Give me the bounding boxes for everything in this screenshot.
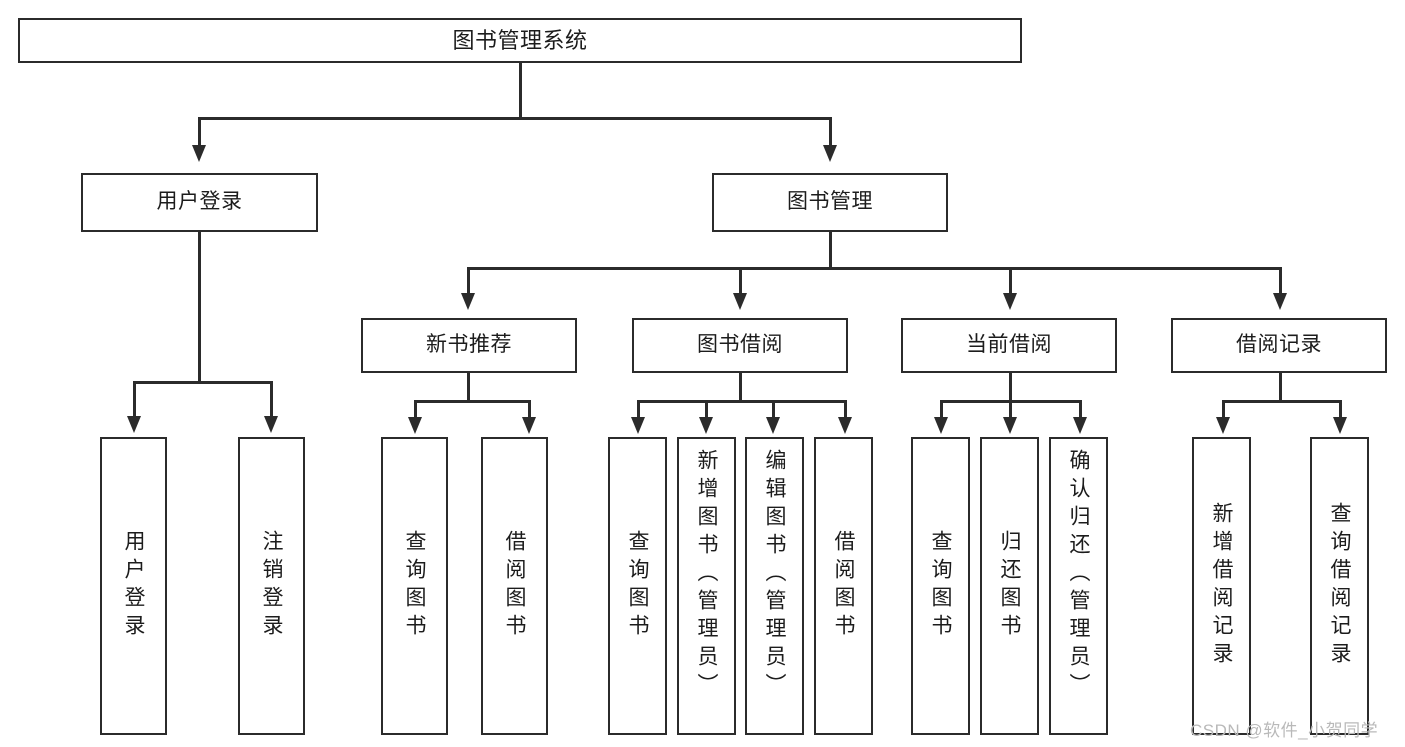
edge-root-to-bookmgmt	[829, 117, 832, 147]
leaf-user-login-logout[interactable]: 注销登录	[238, 437, 305, 735]
edge-currentborrow-stem	[1009, 373, 1012, 402]
edge-bookborrow-to-c3	[772, 400, 775, 419]
edge-root-stem	[519, 63, 522, 117]
arrow-currentborrow-to-c3	[1073, 417, 1087, 434]
arrow-bookmgmt-to-current	[1003, 293, 1017, 310]
node-label: 查询图书	[626, 530, 649, 642]
node-book-borrow[interactable]: 图书借阅	[632, 318, 848, 373]
arrow-userlogin-to-leaf2	[264, 416, 278, 433]
edge-bookmgmt-to-new	[467, 267, 470, 295]
arrow-bookmgmt-to-new	[461, 293, 475, 310]
node-label: 图书管理系统	[452, 27, 588, 53]
edge-bookmgmt-to-borrow	[739, 267, 742, 295]
edge-borrowrecord-to-c2	[1339, 400, 1342, 419]
node-label: 借阅图书	[832, 530, 855, 642]
node-current-borrow[interactable]: 当前借阅	[901, 318, 1117, 373]
node-label: 借阅记录	[1236, 333, 1322, 357]
edge-bookborrow-to-c1	[637, 400, 640, 419]
leaf-current-borrow-query[interactable]: 查询图书	[911, 437, 970, 735]
node-user-login[interactable]: 用户登录	[81, 173, 318, 232]
node-label: 查询图书	[403, 530, 426, 642]
edge-newbook-bus	[414, 400, 531, 403]
edge-root-bus	[198, 117, 832, 120]
edge-bookborrow-stem	[739, 373, 742, 402]
node-book-management[interactable]: 图书管理	[712, 173, 948, 232]
edge-userlogin-stem	[198, 232, 201, 383]
node-new-book-recommend[interactable]: 新书推荐	[361, 318, 577, 373]
node-label: 新增借阅记录	[1210, 502, 1233, 670]
node-label: 图书管理	[787, 190, 873, 214]
arrow-bookmgmt-to-borrow	[733, 293, 747, 310]
leaf-user-login-login[interactable]: 用户登录	[100, 437, 167, 735]
leaf-current-borrow-return[interactable]: 归还图书	[980, 437, 1039, 735]
leaf-borrow-record-add[interactable]: 新增借阅记录	[1192, 437, 1251, 735]
node-label: 注销登录	[260, 530, 283, 642]
node-root-system[interactable]: 图书管理系统	[18, 18, 1022, 63]
edge-currentborrow-to-c3	[1079, 400, 1082, 419]
node-label: 编辑图书（管理员）	[763, 449, 786, 701]
edge-newbook-stem	[467, 373, 470, 402]
edge-userlogin-to-leaf1	[133, 381, 136, 418]
edge-borrowrecord-stem	[1279, 373, 1282, 402]
edge-bookmgmt-to-record	[1279, 267, 1282, 295]
arrow-userlogin-to-leaf1	[127, 416, 141, 433]
arrow-bookborrow-to-c1	[631, 417, 645, 434]
edge-newbook-to-c1	[414, 400, 417, 419]
edge-borrowrecord-bus	[1222, 400, 1342, 403]
arrow-currentborrow-to-c1	[934, 417, 948, 434]
arrow-root-to-bookmgmt	[823, 145, 837, 162]
node-label: 确认归还（管理员）	[1067, 449, 1090, 701]
arrow-bookborrow-to-c3	[766, 417, 780, 434]
edge-userlogin-bus	[133, 381, 272, 384]
leaf-new-book-query[interactable]: 查询图书	[381, 437, 448, 735]
edge-userlogin-to-leaf2	[270, 381, 273, 418]
node-label: 借阅图书	[503, 530, 526, 642]
edge-root-to-userlogin	[198, 117, 201, 147]
arrow-currentborrow-to-c2	[1003, 417, 1017, 434]
leaf-new-book-borrow[interactable]: 借阅图书	[481, 437, 548, 735]
node-label: 新增图书（管理员）	[695, 449, 718, 701]
leaf-book-borrow-edit[interactable]: 编辑图书（管理员）	[745, 437, 804, 735]
node-label: 图书借阅	[697, 333, 783, 357]
leaf-book-borrow-borrow[interactable]: 借阅图书	[814, 437, 873, 735]
arrow-root-to-userlogin	[192, 145, 206, 162]
node-label: 当前借阅	[966, 333, 1052, 357]
arrow-borrowrecord-to-c2	[1333, 417, 1347, 434]
leaf-book-borrow-query[interactable]: 查询图书	[608, 437, 667, 735]
edge-newbook-to-c2	[528, 400, 531, 419]
arrow-bookborrow-to-c4	[838, 417, 852, 434]
node-borrow-record[interactable]: 借阅记录	[1171, 318, 1387, 373]
leaf-current-borrow-confirm[interactable]: 确认归还（管理员）	[1049, 437, 1108, 735]
edge-bookmgmt-stem	[829, 232, 832, 269]
edge-currentborrow-to-c1	[940, 400, 943, 419]
node-label: 用户登录	[122, 530, 145, 642]
arrow-bookborrow-to-c2	[699, 417, 713, 434]
node-label: 查询图书	[929, 530, 952, 642]
leaf-borrow-record-query[interactable]: 查询借阅记录	[1310, 437, 1369, 735]
node-label: 新书推荐	[426, 333, 512, 357]
node-label: 用户登录	[156, 190, 243, 214]
arrow-newbook-to-c1	[408, 417, 422, 434]
edge-borrowrecord-to-c1	[1222, 400, 1225, 419]
edge-bookmgmt-to-current	[1009, 267, 1012, 295]
edge-bookborrow-to-c2	[705, 400, 708, 419]
node-label: 查询借阅记录	[1328, 502, 1351, 670]
arrow-borrowrecord-to-c1	[1216, 417, 1230, 434]
edge-bookborrow-bus	[637, 400, 847, 403]
edge-currentborrow-to-c2	[1009, 400, 1012, 419]
edge-bookmgmt-bus	[467, 267, 1281, 270]
arrow-newbook-to-c2	[522, 417, 536, 434]
arrow-bookmgmt-to-record	[1273, 293, 1287, 310]
edge-bookborrow-to-c4	[844, 400, 847, 419]
leaf-book-borrow-add[interactable]: 新增图书（管理员）	[677, 437, 736, 735]
node-label: 归还图书	[998, 530, 1021, 642]
